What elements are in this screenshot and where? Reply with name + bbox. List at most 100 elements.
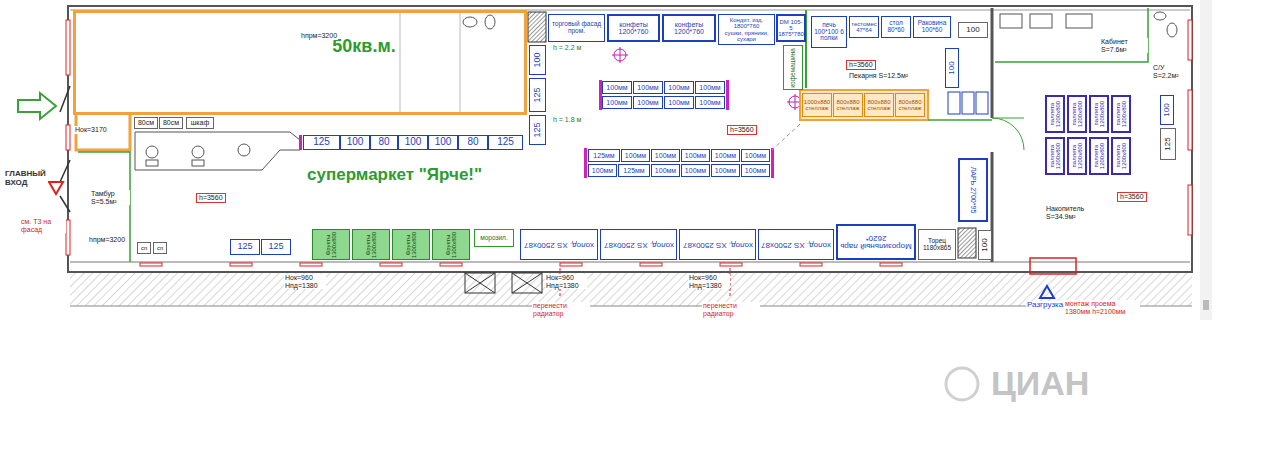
fixture-label: 100 — [1163, 97, 1171, 123]
fixture-label: торговый фасад пром. — [549, 21, 604, 35]
pallet-box: паллета 1200х800 — [1111, 95, 1131, 133]
plan-label: ЦИАН — [990, 365, 1090, 402]
fixture-label: ЛАРЬ 2700*95 — [969, 160, 976, 220]
fixture-label: сп — [157, 245, 163, 251]
fixture-label: 1300х800 — [411, 231, 417, 258]
shelf-box: 125 — [488, 135, 523, 150]
fixture-box: Торец 1180х865 — [918, 229, 956, 260]
fixture-label: конфеты 1200*760 — [664, 21, 714, 36]
fixture-label: 100мм — [699, 99, 720, 106]
fixture-label: 100мм — [637, 99, 658, 106]
plan-label: Накопитель S=34.9м² — [1045, 205, 1109, 220]
fixture-label: 100мм — [625, 152, 646, 159]
fixture-label: Фрукты — [325, 231, 331, 258]
fixture-label: 800х880 — [898, 99, 921, 105]
fixture-label: 100мм — [606, 99, 627, 106]
fixture-label: паллета 1200х800 — [1093, 139, 1106, 173]
rotated-text-group: холод. XS 2500х87 — [760, 240, 832, 248]
fixture-label: паллета 1200х800 — [1115, 139, 1128, 173]
plan-label: hпрм=3200 — [300, 32, 338, 40]
fixture-label: сушки, пряники, сухари — [719, 30, 774, 43]
shelf-box: 100мм — [664, 81, 694, 94]
plan-label: Тамбур S=5.5м² — [90, 190, 130, 205]
fixture-label: 125 — [268, 242, 283, 251]
fixture-box: 125 — [1160, 128, 1176, 160]
shelf-box: 125мм — [618, 164, 650, 177]
plan-label: ГЛАВНЫЙ ВХОД — [4, 170, 48, 188]
shelf-box: 125мм — [588, 149, 620, 162]
display-case: конфеты 1200*760 — [662, 14, 716, 42]
fixture-label: шкаф — [191, 119, 209, 126]
plan-label: h = 2.2 м — [552, 44, 582, 52]
fixture-label: паллета 1200х800 — [1071, 139, 1084, 173]
fixture-label: 80см — [163, 119, 179, 126]
shelf-box: стол 80*60 — [881, 16, 911, 38]
fixture-label: 1300х800 — [371, 231, 377, 258]
shelf-box: Кондит. изд. 1800*760сушки, пряники, сух… — [718, 14, 775, 45]
rotated-text-group: холод. XS 2500х87 — [602, 240, 675, 248]
fixture-box: сп — [153, 242, 167, 254]
rotated-text-group: холод. XS 2500х87 — [522, 240, 596, 248]
rotated-text-group: кофемашина — [790, 47, 797, 88]
plan-label: Нок=3170 — [74, 126, 108, 134]
rotated-text-group: Фрукты1300х800 — [405, 231, 418, 258]
fixture-label: 125 — [1164, 130, 1172, 158]
fixture-label: 100 — [966, 26, 979, 34]
fixture-label: тестомес 47*64 — [850, 21, 878, 34]
fixture-box: 100 — [978, 230, 992, 260]
rotated-text-group: 100 — [1163, 97, 1171, 123]
fixture-label: 100мм — [606, 84, 627, 91]
rotated-text-group: 125 — [533, 117, 542, 143]
shelf-box: 100мм — [664, 96, 694, 109]
shelf-box: 80 — [370, 135, 398, 150]
fruit-stand: Фрукты1300х800 — [352, 229, 390, 260]
fruit-stand: Фрукты1300х800 — [312, 229, 350, 260]
fixture-label: холод. XS 2500х87 — [602, 240, 675, 248]
rotated-text-group: Морозильный ларь 2620* — [838, 234, 914, 251]
shelf-box: торговый фасад пром. — [548, 14, 605, 42]
pallet-box: паллета 1200х800 — [1089, 95, 1109, 133]
fixture-label: 100 — [405, 137, 422, 148]
plan-label: см. Т3 на фасад — [20, 218, 66, 233]
plan-label: Кабинет S=7.6м² — [1100, 38, 1148, 53]
fixture-label: Фрукты — [405, 231, 411, 258]
shelf-box: 100мм — [633, 96, 663, 109]
fixture-label: стеллаж — [836, 105, 859, 111]
shelf-box: 125 — [529, 115, 546, 145]
plan-label: супермаркет "Ярче!" — [306, 166, 483, 185]
fixture-label: 100мм — [715, 167, 736, 174]
shelf-box: 100мм — [711, 164, 740, 177]
rotated-text-group: 125 — [533, 80, 542, 110]
fixture-label: Фрукты — [365, 231, 371, 258]
shelf-box: 100мм — [588, 164, 617, 177]
fixture-label: 1000х880 — [804, 99, 830, 105]
fixture-label: 125 — [313, 137, 330, 148]
rotated-text-group: 125 — [1164, 130, 1172, 158]
shelf-box: 100мм — [711, 149, 740, 162]
fixture-label: 125 — [497, 137, 514, 148]
rotated-text-group: 100 — [948, 50, 956, 86]
pallet-box: паллета 1200х800 — [1111, 137, 1131, 175]
fixture-label: 100мм — [668, 99, 689, 106]
display-case: конфеты 1200*760 — [607, 14, 660, 42]
rack-box: 800х880стеллаж — [864, 93, 894, 117]
fixture-label: 100мм — [668, 84, 689, 91]
fixture-label: Морозильный ларь 2620* — [838, 234, 914, 251]
fruit-stand: Фрукты1300х800 — [432, 229, 470, 260]
fixture-label: 100мм — [699, 84, 720, 91]
shelf-box: 100мм — [741, 149, 770, 162]
fixture-box: шкаф — [186, 117, 214, 129]
plan-label: Нок=960 Нпд=1380 — [688, 274, 730, 289]
fixture-label: 100 — [435, 137, 452, 148]
shelf-box: 100 — [1160, 95, 1174, 125]
fixture-label: стеллаж — [867, 105, 890, 111]
shelf-box: 100мм — [681, 149, 710, 162]
fixture-label: паллета 1200х800 — [1049, 97, 1062, 131]
shelf-box: холод. XS 2500х87 — [520, 229, 598, 260]
plan-label: Нок=960 Нпд=1380 — [284, 274, 326, 289]
fixture-label: 100мм — [745, 167, 766, 174]
fixture-label: 100мм — [655, 167, 676, 174]
fixture-label: 125мм — [623, 167, 644, 174]
plan-label: Пекарня S=12.5м² — [848, 72, 910, 80]
pallet-box: паллета 1200х800 — [1045, 95, 1065, 133]
